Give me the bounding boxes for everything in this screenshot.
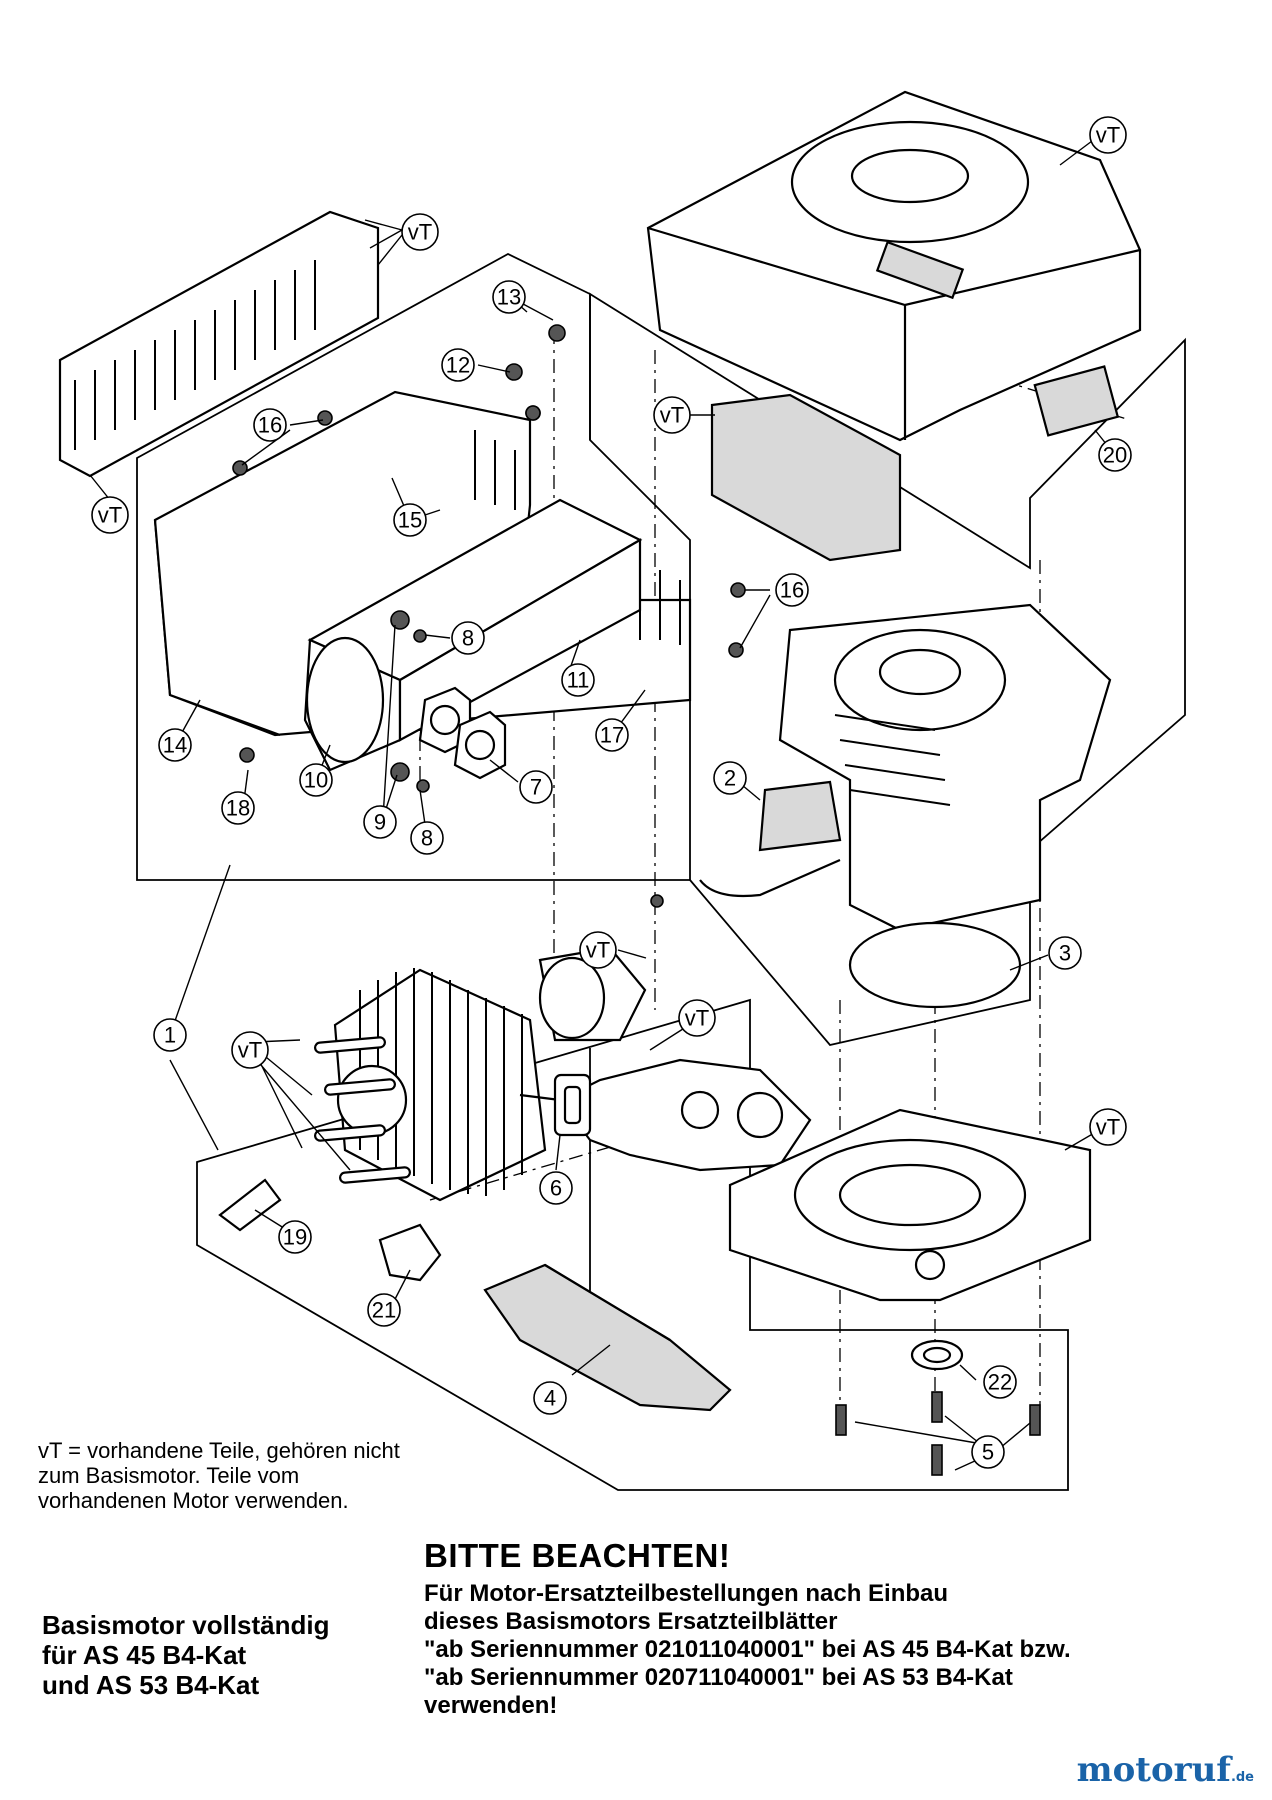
basis-line-1: Basismotor vollständig <box>42 1610 330 1640</box>
svg-text:vT: vT <box>586 938 610 963</box>
svg-text:8: 8 <box>421 826 433 851</box>
svg-text:9: 9 <box>374 810 386 835</box>
notice-title: BITTE BEACHTEN! <box>424 1537 731 1574</box>
svg-text:1: 1 <box>164 1023 176 1048</box>
callout-10: 10 <box>299 763 333 797</box>
svg-text:14: 14 <box>163 733 187 758</box>
callout-14: 14 <box>158 728 192 762</box>
svg-text:5: 5 <box>982 1440 994 1465</box>
svg-text:vT: vT <box>1096 123 1120 148</box>
notice-line-5: verwenden! <box>424 1692 558 1719</box>
basis-line-3: und AS 53 B4-Kat <box>42 1670 260 1700</box>
fan-cover <box>646 90 1142 562</box>
svg-text:13: 13 <box>497 285 521 310</box>
svg-text:3: 3 <box>1059 941 1071 966</box>
callout-19: 19 <box>278 1220 312 1254</box>
notice-line-1: Für Motor-Ersatzteilbestellungen nach Ei… <box>424 1580 949 1607</box>
engine-block <box>699 603 1112 1009</box>
callout-17: 17 <box>595 718 629 752</box>
svg-text:8: 8 <box>462 626 474 651</box>
basis-line-2: für AS 45 B4-Kat <box>42 1640 247 1670</box>
svg-text:16: 16 <box>258 413 282 438</box>
heat-shield <box>58 210 380 478</box>
callout-vt-engine-base: vT <box>1089 1108 1127 1146</box>
callout-16-left: 16 <box>253 408 287 442</box>
callout-vt-cylinder-bolts: vT <box>231 1031 269 1069</box>
callout-vt-carburetor: vT <box>678 999 716 1037</box>
carburetor <box>519 1058 812 1172</box>
svg-text:vT: vT <box>408 220 432 245</box>
notice-line-2: dieses Basismotors Ersatzteilblätter <box>424 1608 838 1635</box>
svg-text:6: 6 <box>550 1176 562 1201</box>
callout-13: 13 <box>492 280 526 314</box>
note-line-1: vT = vorhandene Teile, gehören nicht <box>38 1438 400 1463</box>
callout-2: 2 <box>713 761 747 795</box>
motoruf-logo: motoruf.de <box>1077 1750 1254 1790</box>
seal <box>910 1339 964 1371</box>
engine-base <box>728 1108 1092 1302</box>
logo-name: motoruf <box>1076 1750 1231 1790</box>
callout-1: 1 <box>153 1018 187 1052</box>
callout-18: 18 <box>221 791 255 825</box>
vt-legend-note: vT = vorhandene Teile, gehören nicht zum… <box>38 1438 498 1513</box>
callout-vt-engine-cover: vT <box>1089 116 1127 154</box>
svg-text:20: 20 <box>1103 443 1127 468</box>
svg-text:16: 16 <box>780 578 804 603</box>
svg-text:11: 11 <box>567 668 590 693</box>
gaskets <box>418 686 507 780</box>
callout-3: 3 <box>1048 936 1082 970</box>
callout-5: 5 <box>971 1435 1005 1469</box>
callout-12: 12 <box>441 348 475 382</box>
fasteners <box>218 324 1041 1476</box>
svg-text:19: 19 <box>283 1225 307 1250</box>
callout-vt-screw: vT <box>579 931 617 969</box>
callout-11: 11 <box>561 663 595 697</box>
note-line-3: vorhandenen Motor verwenden. <box>38 1488 349 1513</box>
callout-8-bottom: 8 <box>410 821 444 855</box>
svg-text:vT: vT <box>238 1038 262 1063</box>
notice-line-4: "ab Seriennummer 020711040001" bei AS 53… <box>424 1664 1013 1691</box>
svg-text:vT: vT <box>98 503 122 528</box>
svg-text:vT: vT <box>1096 1115 1120 1140</box>
piston <box>538 946 647 1042</box>
muffler <box>303 498 643 772</box>
callout-vt-heat-shield: vT <box>401 213 439 251</box>
callout-21: 21 <box>367 1293 401 1327</box>
notice-line-3: "ab Seriennummer 021011040001" bei AS 45… <box>424 1636 1071 1663</box>
logo-tld: .de <box>1230 1770 1254 1785</box>
svg-text:vT: vT <box>685 1006 709 1031</box>
callouts: vT vT vT vT vT vT vT vT 1 2 3 4 5 6 7 8 … <box>91 116 1132 1469</box>
callout-6: 6 <box>539 1171 573 1205</box>
svg-text:18: 18 <box>226 796 250 821</box>
callout-vt-shield-corner: vT <box>91 496 129 534</box>
callout-8-top: 8 <box>451 621 485 655</box>
callout-22: 22 <box>983 1365 1017 1399</box>
callout-16-right: 16 <box>775 573 809 607</box>
svg-text:7: 7 <box>530 775 542 800</box>
callout-7: 7 <box>519 770 553 804</box>
svg-text:22: 22 <box>988 1370 1012 1395</box>
svg-text:17: 17 <box>600 723 624 748</box>
svg-text:4: 4 <box>544 1386 556 1411</box>
callout-15: 15 <box>393 503 427 537</box>
svg-text:2: 2 <box>724 766 736 791</box>
basis-motor-label: Basismotor vollständig für AS 45 B4-Kat … <box>42 1610 382 1700</box>
bottom-plate <box>483 1263 732 1412</box>
callout-4: 4 <box>533 1381 567 1415</box>
svg-text:vT: vT <box>660 403 684 428</box>
cylinder <box>314 968 547 1202</box>
svg-text:10: 10 <box>304 768 328 793</box>
svg-text:21: 21 <box>372 1298 396 1323</box>
callout-vt-fuel-tank: vT <box>653 396 691 434</box>
callout-9: 9 <box>363 805 397 839</box>
svg-text:12: 12 <box>446 353 470 378</box>
svg-text:15: 15 <box>398 508 422 533</box>
notice-text: Für Motor-Ersatzteilbestellungen nach Ei… <box>424 1580 1254 1720</box>
note-line-2: zum Basismotor. Teile vom <box>38 1463 300 1488</box>
callout-20: 20 <box>1098 438 1132 472</box>
